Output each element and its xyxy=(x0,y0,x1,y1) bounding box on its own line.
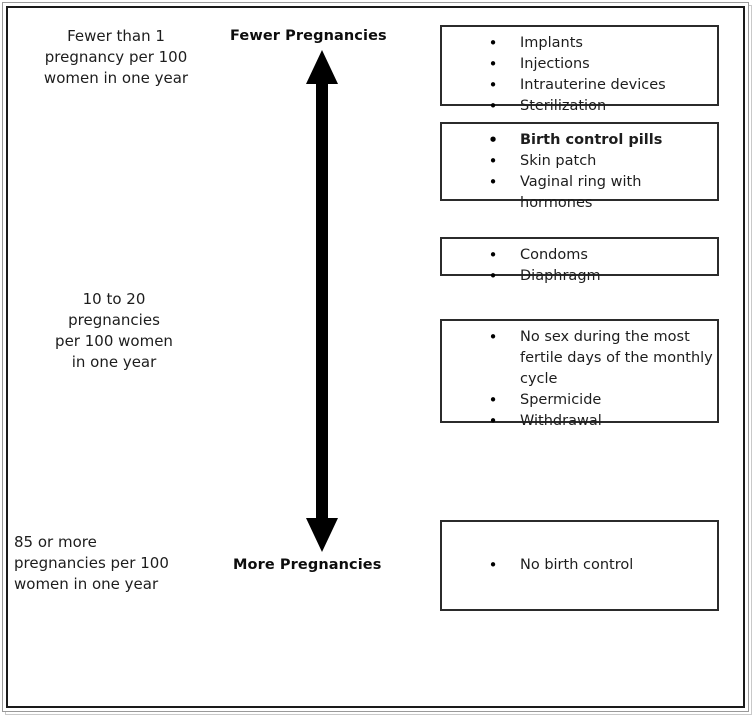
list-item: • Implants xyxy=(442,33,717,54)
method-label: Sterilization xyxy=(520,98,607,114)
list-item: • Intrauterine devices xyxy=(442,75,717,96)
method-label: Withdrawal xyxy=(520,413,602,429)
list-item: • No sex during the most fertile days of… xyxy=(442,327,717,390)
bullet-icon: • xyxy=(488,328,498,346)
bullet-icon: • xyxy=(488,246,498,264)
bullet-icon: • xyxy=(488,152,498,170)
method-label: Injections xyxy=(520,56,590,72)
bullet-icon: • xyxy=(488,267,498,285)
method-list: • No sex during the most fertile days of… xyxy=(442,327,717,432)
method-box-barrier: • Condoms • Diaphragm xyxy=(440,237,719,285)
list-item: • No birth control xyxy=(442,555,717,576)
list-item: • Condoms xyxy=(442,245,717,266)
method-label: No birth control xyxy=(520,557,634,573)
method-label: No sex during the most fertile days of t… xyxy=(520,329,713,387)
list-item: • Injections xyxy=(442,54,717,75)
list-item: • Vaginal ring with hormones xyxy=(442,172,717,214)
list-item: • Diaphragm xyxy=(442,266,717,287)
method-label: Intrauterine devices xyxy=(520,77,666,93)
method-list: • Implants • Injections • Intrauterine d… xyxy=(442,33,717,117)
list-item: • Withdrawal xyxy=(442,411,717,432)
list-item: • Birth control pills xyxy=(442,130,717,151)
method-label: Implants xyxy=(520,35,583,51)
axis-caption-fewer-pregnancies: Fewer Pregnancies xyxy=(230,28,387,44)
bullet-icon: • xyxy=(488,391,498,409)
scale-label-eightyfive-or-more: 85 or more pregnancies per 100 women in … xyxy=(14,533,169,593)
scale-label-fewer-than-one: Fewer than 1 pregnancy per 100 women in … xyxy=(43,27,189,87)
method-list: • Condoms • Diaphragm xyxy=(442,245,717,287)
scale-label-ten-to-twenty: 10 to 20 pregnancies per 100 women in on… xyxy=(55,290,173,371)
method-label: Condoms xyxy=(520,247,588,263)
bullet-icon: • xyxy=(488,173,498,191)
list-item: • Spermicide xyxy=(442,390,717,411)
method-box-most-effective: • Implants • Injections • Intrauterine d… xyxy=(440,25,719,115)
method-label: Skin patch xyxy=(520,153,597,169)
method-label: Vaginal ring with hormones xyxy=(520,174,642,211)
bullet-icon: • xyxy=(488,412,498,430)
bullet-icon: • xyxy=(488,76,498,94)
bullet-icon: • xyxy=(488,34,498,52)
bullet-icon: • xyxy=(488,556,498,574)
method-label: Spermicide xyxy=(520,392,602,408)
method-list: • No birth control xyxy=(442,555,717,576)
method-list: • Birth control pills • Skin patch • Vag… xyxy=(442,130,717,214)
method-label: Diaphragm xyxy=(520,268,601,284)
method-box-no-method: • No birth control xyxy=(440,520,719,611)
list-item: • Skin patch xyxy=(442,151,717,172)
bullet-icon: • xyxy=(488,97,498,115)
method-label: Birth control pills xyxy=(520,132,663,148)
bullet-icon: • xyxy=(488,131,498,149)
list-item: • Sterilization xyxy=(442,96,717,117)
double-headed-arrow-icon xyxy=(306,50,338,552)
method-box-hormonal: • Birth control pills • Skin patch • Vag… xyxy=(440,122,719,211)
method-box-behavioral: • No sex during the most fertile days of… xyxy=(440,319,719,430)
bullet-icon: • xyxy=(488,55,498,73)
axis-caption-more-pregnancies: More Pregnancies xyxy=(233,557,382,573)
